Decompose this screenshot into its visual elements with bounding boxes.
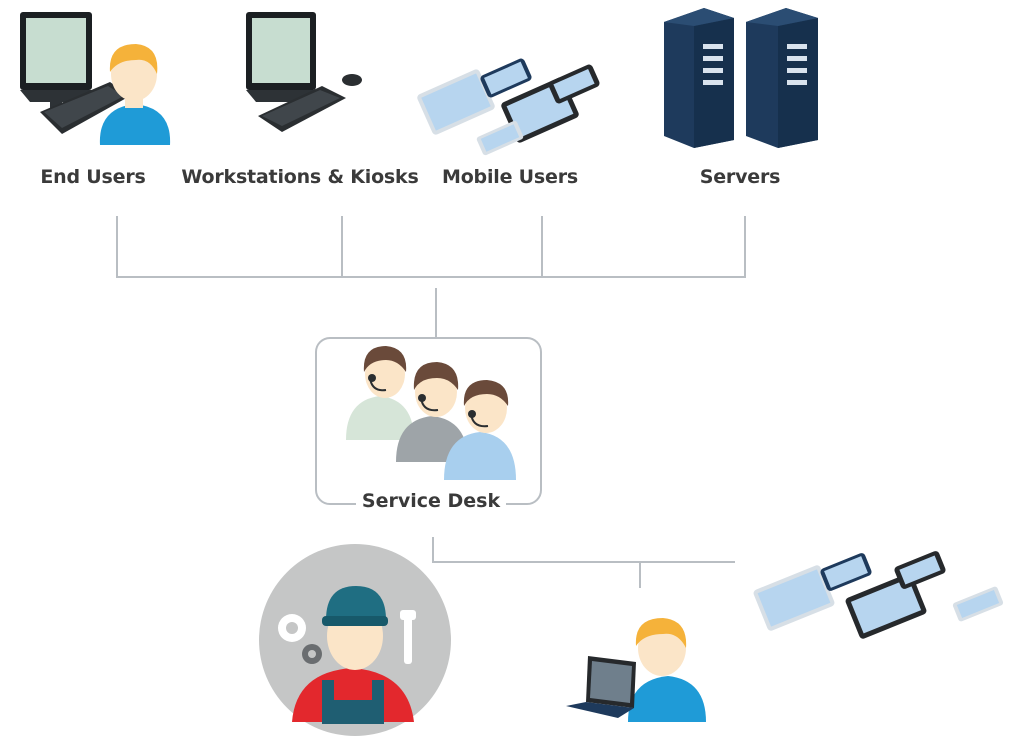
connector-lines	[116, 216, 746, 588]
mobile-devices-icon	[417, 58, 600, 156]
servers-label: Servers	[699, 166, 781, 188]
technician-with-tools-icon	[259, 544, 451, 736]
workstations-label: Workstations & Kiosks	[181, 166, 419, 188]
mobile-users-label: Mobile Users	[442, 166, 578, 188]
desktop-computer-icon	[246, 12, 362, 132]
top-bus-line	[116, 216, 746, 278]
user-at-monitor-icon	[20, 12, 171, 145]
support-agents-headset-icon	[346, 346, 516, 480]
mobile-devices-icon	[753, 551, 1004, 639]
bottom-bus-line	[432, 537, 735, 563]
user-with-laptop-icon	[566, 618, 706, 722]
service-desk-label: Service Desk	[356, 490, 506, 516]
end-users-label: End Users	[40, 166, 146, 188]
server-racks-icon	[664, 8, 818, 148]
